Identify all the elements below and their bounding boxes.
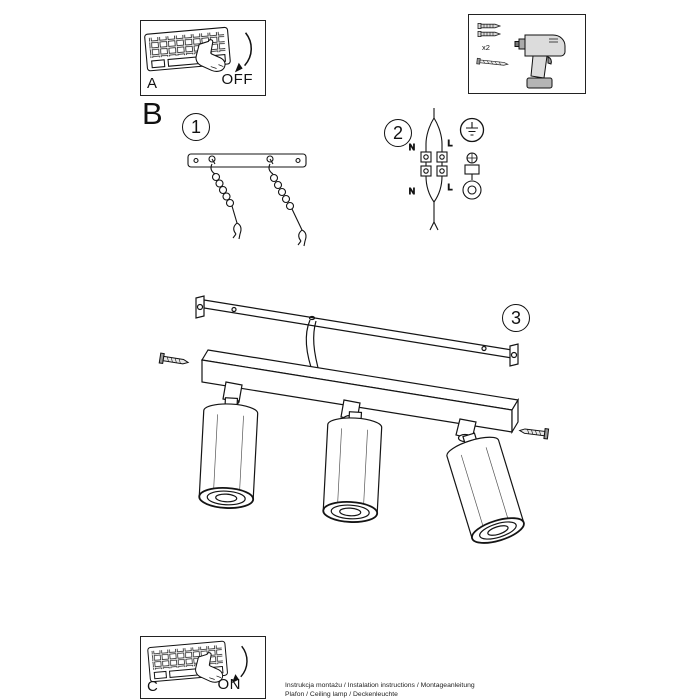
mounting-screw-right-icon (518, 424, 550, 440)
spotlight-2 (322, 411, 383, 523)
anchor-count-label: x2 (482, 43, 490, 52)
ground-terminal-icon (462, 152, 482, 200)
ceiling-bracket (195, 295, 519, 367)
power-on-panel: ON C (140, 636, 266, 699)
power-off-panel: OFF A (140, 20, 266, 96)
tools-illustration: x2 (476, 23, 566, 89)
wall-plug-icon (477, 23, 502, 37)
wire-label-n-bottom: N (409, 186, 415, 196)
wire-label-n-top: N (409, 142, 415, 152)
wire-label-l-top: L (448, 138, 453, 148)
step-3-badge: 3 (502, 304, 530, 332)
wiring-illustration: N L N L (408, 108, 485, 231)
keyboard-press-icon (146, 640, 248, 684)
step-3-number: 3 (510, 307, 521, 328)
drill-icon (514, 34, 566, 89)
suspension-spring-right (268, 163, 307, 247)
off-label: OFF (221, 71, 253, 88)
footer-caption: Instrukcja montażu / Instalation instruc… (285, 682, 475, 699)
bracket-wires-illustration (187, 153, 307, 247)
step-1-number: 1 (190, 116, 201, 137)
step-1-badge: 1 (182, 113, 210, 141)
footer-line-1: Instrukcja montażu / Instalation instruc… (285, 682, 475, 689)
mains-cable-bottom (425, 175, 443, 231)
mounting-bracket (187, 153, 307, 168)
mounting-screw-left-icon (158, 352, 190, 368)
suspension-spring-left (210, 163, 242, 240)
screw-icon (476, 57, 509, 66)
spotlight-1 (198, 397, 259, 509)
mains-cable-top (425, 108, 443, 145)
on-label: ON (217, 676, 241, 693)
terminal-block (420, 144, 448, 177)
panel-letter-a: A (147, 75, 158, 92)
section-label: B (142, 96, 163, 131)
panel-letter-c: C (147, 678, 158, 695)
step-2-badge: 2 (384, 119, 412, 147)
lamp-housing (201, 349, 519, 435)
earth-symbol-icon (459, 117, 485, 143)
lamp-assembly-illustration (158, 295, 550, 544)
included-parts-panel: x2 (468, 14, 586, 94)
footer-line-2: Plafon / Ceiling lamp / Deckenleuchte (285, 690, 398, 698)
step-2-number: 2 (392, 122, 403, 143)
wire-label-l-bottom: L (448, 182, 453, 192)
spotlight-3 (446, 432, 525, 544)
